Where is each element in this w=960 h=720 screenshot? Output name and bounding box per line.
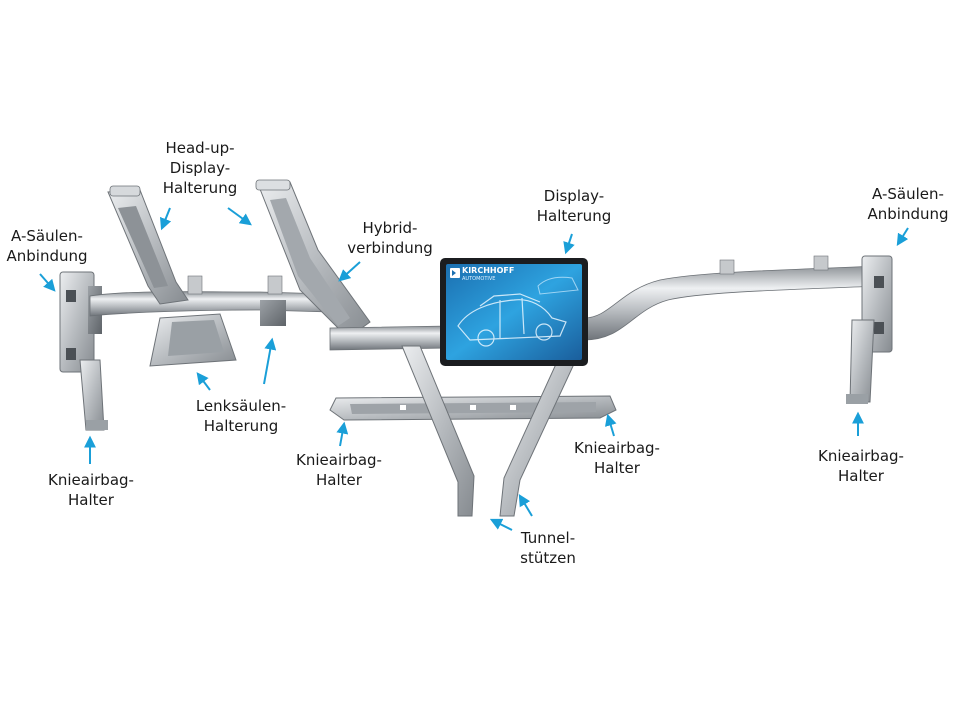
knee-airbag-holder-left <box>79 359 108 431</box>
arrow-hud-left <box>159 207 172 231</box>
arrow-hybrid <box>338 261 361 282</box>
label-a-pillar-left: A-Säulen- Anbindung <box>6 227 88 265</box>
screen-brand: KIRCHHOFF <box>462 266 515 275</box>
hud-bracket <box>107 185 189 305</box>
label-hud-bracket: Head-up- Display- Halterung <box>162 139 238 197</box>
label-knee-airbag-left: Knieairbag- Halter <box>48 471 134 509</box>
car-wireframe-icon <box>457 293 567 347</box>
display-bracket <box>440 258 588 366</box>
arrow-steering-right <box>263 337 277 385</box>
label-knee-airbag-center-left: Knieairbag- Halter <box>296 451 382 489</box>
knee-airbag-holder-right <box>846 319 875 404</box>
label-hybrid-joint: Hybrid- verbindung <box>347 219 433 257</box>
arrow-steering-left <box>196 372 211 391</box>
label-steering-column: Lenksäulen- Halterung <box>195 397 287 435</box>
label-display-bracket: Display- Halterung <box>536 187 612 225</box>
arrow-tunnel-left <box>489 518 513 531</box>
car-wireframe-small-icon <box>537 276 579 295</box>
label-a-pillar-right: A-Säulen- Anbindung <box>867 185 949 223</box>
label-knee-airbag-right: Knieairbag- Halter <box>818 447 904 485</box>
hybrid-joint-bracket <box>255 179 371 339</box>
arrow-a-pillar-left <box>39 273 56 292</box>
arrow-hud-right <box>227 207 252 226</box>
arrow-knee-center-right <box>605 413 617 437</box>
arrow-a-pillar-right <box>896 227 909 247</box>
steering-column-bracket <box>149 275 286 367</box>
arrow-knee-center-left <box>336 421 349 447</box>
kirchhoff-logo <box>450 268 460 278</box>
arrow-display <box>563 233 575 255</box>
label-knee-airbag-center-right: Knieairbag- Halter <box>574 439 660 477</box>
label-tunnel-supports: Tunnel- stützen <box>520 529 576 567</box>
screen-subtitle: AUTOMOTIVE <box>462 276 496 282</box>
arrow-tunnel-right <box>518 493 533 517</box>
